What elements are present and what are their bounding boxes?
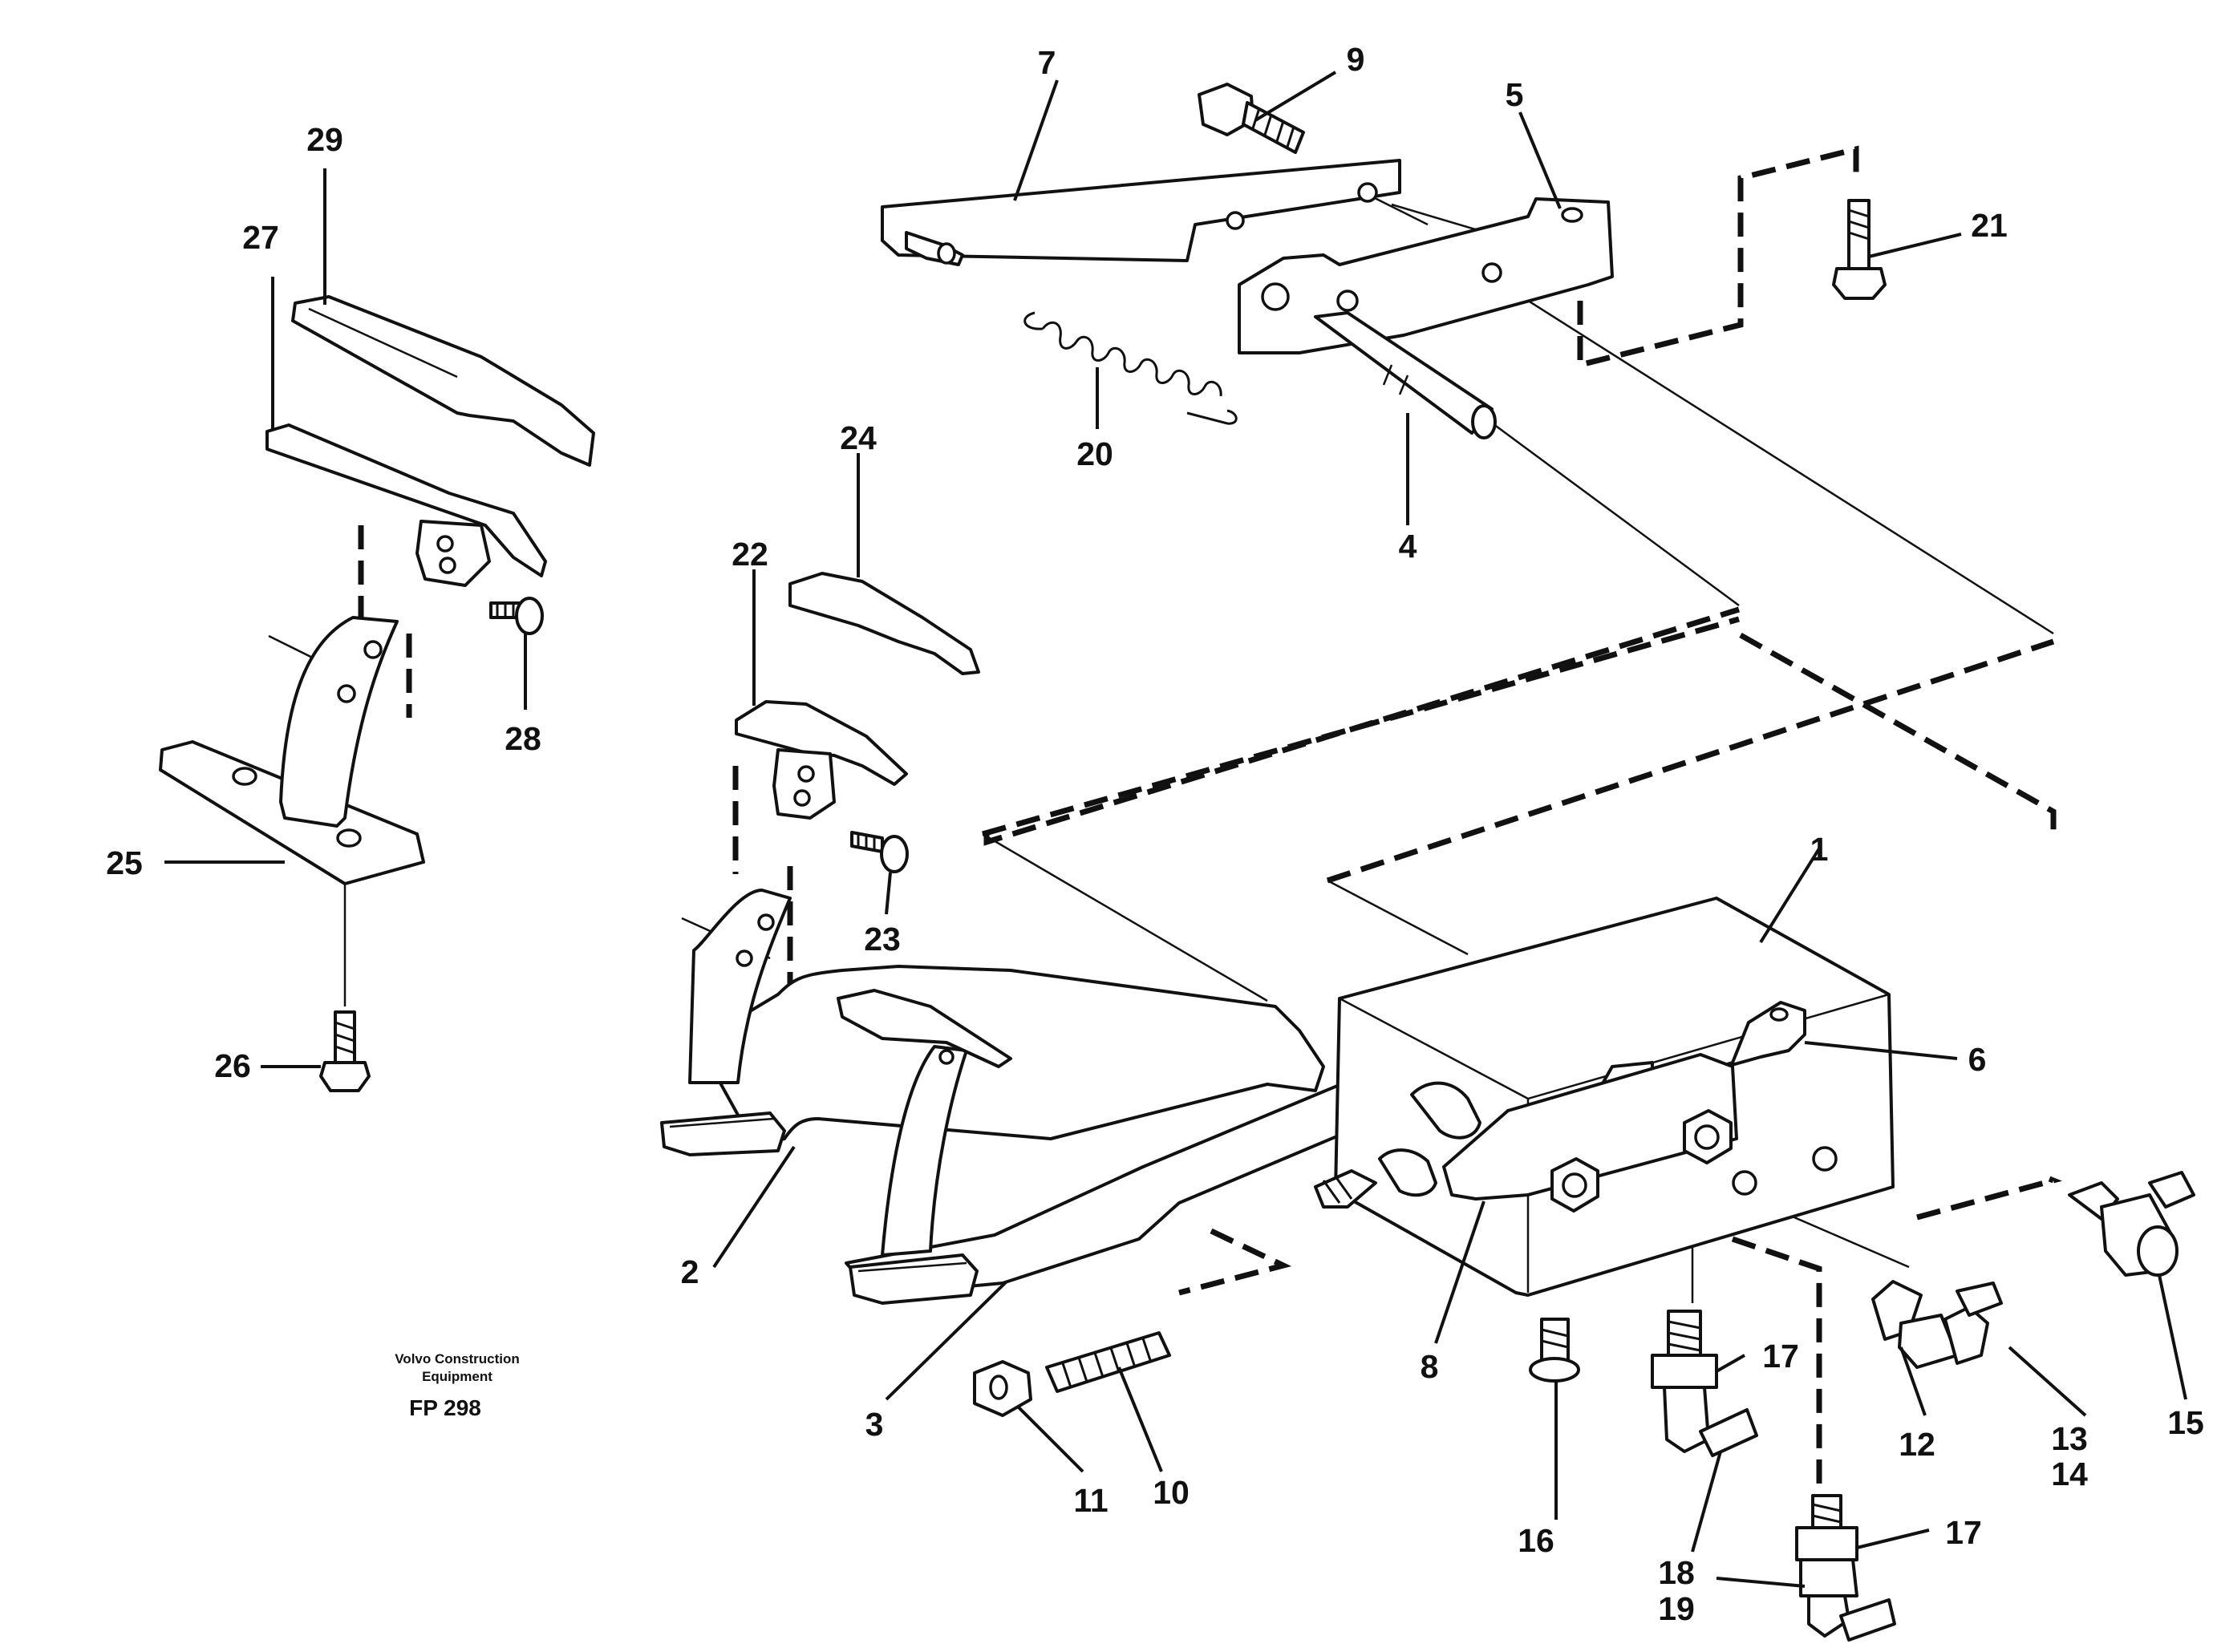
callout-6: 6 <box>1968 1041 1987 1078</box>
part-25-pedal-bracket <box>159 616 425 885</box>
part-24-pedal-pad <box>788 572 980 675</box>
part-11-nut <box>973 1360 1032 1417</box>
part-10-spring <box>1045 1169 1377 1393</box>
callout-14: 14 <box>2051 1456 2088 1492</box>
part-20-spring <box>1023 311 1238 425</box>
callout-11: 11 <box>1073 1482 1108 1519</box>
part-21-bolt <box>1832 199 1887 300</box>
callout-9: 9 <box>1347 41 1365 78</box>
part-16-plug <box>1529 1318 1580 1383</box>
part-7-lever-arm <box>881 159 1401 266</box>
callout-8: 8 <box>1421 1348 1439 1385</box>
callout-17-upper: 17 <box>1762 1338 1799 1375</box>
part-4-shaft <box>1314 311 1497 439</box>
callout-16: 16 <box>1518 1522 1554 1559</box>
callout-26: 26 <box>214 1047 251 1084</box>
callout-19: 19 <box>1658 1590 1695 1627</box>
callout-27: 27 <box>242 219 279 256</box>
part-13-elbow <box>1943 1282 2003 1365</box>
callout-3: 3 <box>865 1406 884 1443</box>
callout-15: 15 <box>2167 1404 2204 1441</box>
callout-24: 24 <box>840 419 877 456</box>
callout-25: 25 <box>106 844 143 881</box>
leader-lines <box>164 71 2187 1588</box>
callout-2: 2 <box>681 1253 699 1290</box>
callout-23: 23 <box>864 921 901 958</box>
callout-7: 7 <box>1038 44 1056 81</box>
part-17-fitting-upper <box>1651 1310 1758 1457</box>
part-26-bolt <box>319 1010 371 1092</box>
figure-caption: Volvo Construction Equipment FP 298 <box>395 1351 520 1420</box>
part-22-pedal-pad <box>735 700 908 820</box>
callout-5: 5 <box>1506 76 1524 113</box>
part-2-pedal-arm <box>660 889 1325 1156</box>
part-3-pedal-arm <box>837 989 1437 1305</box>
figure-number: FP 298 <box>409 1395 481 1420</box>
part-5-bracket <box>1238 197 1614 354</box>
callout-21: 21 <box>1971 207 2008 244</box>
callout-18-upper: 18 <box>1658 1554 1695 1591</box>
part-27-pedal-pad <box>265 423 547 587</box>
part-9-bolt <box>1198 83 1305 154</box>
part-28-screw <box>489 597 544 635</box>
part-29-pedal-pad <box>291 295 595 467</box>
part-8-clamp <box>1378 1053 1738 1213</box>
callout-10: 10 <box>1153 1474 1190 1511</box>
part-17-fitting-lower <box>1795 1494 1896 1642</box>
callout-labels: 7 9 5 21 20 4 29 27 28 25 26 24 22 23 1 … <box>106 41 2204 1627</box>
part-23-screw <box>850 831 909 873</box>
part-12-fitting <box>1871 1280 1959 1369</box>
callout-12: 12 <box>1899 1426 1935 1463</box>
callout-29: 29 <box>306 121 343 158</box>
callout-1: 1 <box>1810 831 1829 868</box>
callout-28: 28 <box>505 720 541 757</box>
part-15-elbow-fitting <box>2068 1171 2195 1277</box>
assembly-dashed-lines <box>358 145 2063 1520</box>
callout-17-lower: 17 <box>1945 1514 1982 1551</box>
callout-4: 4 <box>1399 528 1417 565</box>
callout-22: 22 <box>732 536 768 573</box>
callout-13: 13 <box>2051 1420 2088 1457</box>
caption-line-1: Volvo Construction <box>395 1351 520 1367</box>
caption-line-2: Equipment <box>422 1369 492 1384</box>
callout-20: 20 <box>1076 435 1113 472</box>
